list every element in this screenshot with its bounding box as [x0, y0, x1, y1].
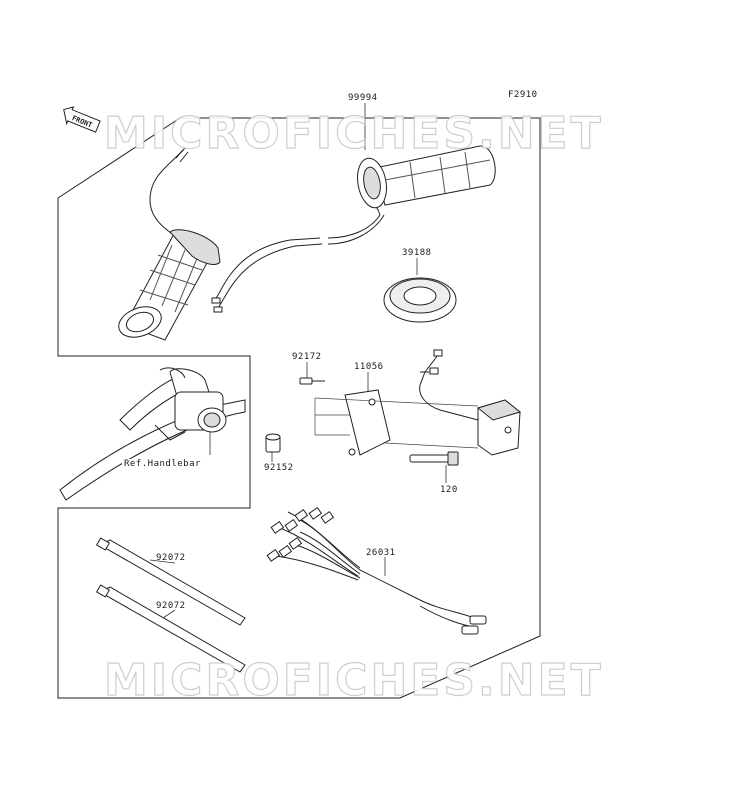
bracket	[314, 389, 479, 456]
tie-band-2	[95, 584, 246, 673]
part-label-tie-band-1: 92072	[156, 553, 186, 563]
part-label-wire-harness: 26031	[366, 548, 396, 558]
part-label-bracket-screw: 92172	[292, 352, 322, 362]
part-label-grip-set: 99994	[348, 93, 378, 103]
bolt	[409, 451, 459, 466]
collar	[265, 433, 281, 453]
reference-note: Ref.Handlebar	[122, 459, 203, 469]
heater-switch	[419, 349, 522, 456]
wire-harness	[266, 506, 487, 635]
handlebar-lever	[59, 367, 246, 501]
figure-code: F2910	[508, 90, 538, 100]
heated-grip-left	[118, 147, 323, 341]
tie-band-1	[95, 537, 246, 626]
watermark-bottom: MICROFICHES.NET	[103, 654, 604, 706]
part-label-bracket: 11056	[354, 362, 384, 372]
part-label-spacer-ring: 39188	[402, 248, 432, 258]
front-arrow-icon: FRONT	[63, 106, 101, 133]
part-label-collar: 92152	[264, 463, 294, 473]
part-label-tie-band-2: 92072	[156, 601, 186, 611]
watermark-top: MICROFICHES.NET	[103, 107, 604, 159]
heated-grip-right	[327, 145, 496, 245]
part-label-bolt: 120	[440, 485, 458, 495]
diagram-frame	[57, 117, 541, 699]
bracket-screw	[299, 377, 325, 385]
spacer-ring	[383, 277, 457, 323]
